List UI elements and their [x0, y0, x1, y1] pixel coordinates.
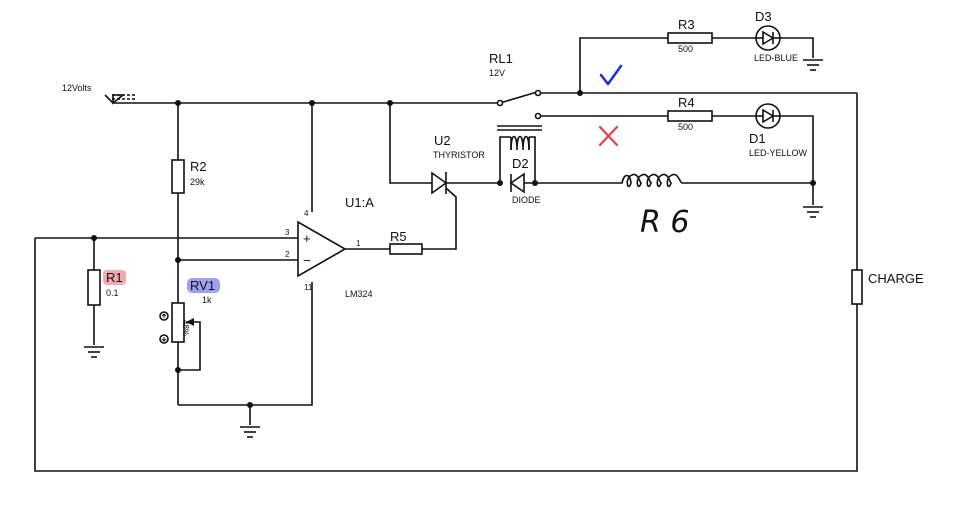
resistor-r3: R3 500 [667, 17, 713, 54]
u1-part: LM324 [345, 289, 373, 299]
supply-label: 12Volts [62, 83, 92, 93]
d3-ref: D3 [755, 9, 772, 24]
r6-handwritten-label: R 6 [640, 205, 689, 240]
u1-ref: U1:A [345, 195, 374, 210]
pin11: 11 [304, 283, 313, 292]
ground-icon [84, 346, 104, 358]
d2-part: DIODE [512, 195, 541, 205]
d3-part: LED-BLUE [754, 53, 798, 63]
resistor-r1: R1 0.1 [87, 269, 126, 306]
resistor-r5: R5 [389, 229, 423, 255]
resistor-r4: R4 500 [667, 95, 713, 132]
supply-terminal: 12Volts [62, 83, 135, 105]
relay-rl1: RL1 12V [489, 51, 542, 151]
r1-highlight [103, 270, 126, 285]
r3-value: 500 [678, 44, 693, 54]
opamp-u1: + − 3 2 4 11 1 U1:A LM324 [285, 195, 374, 299]
led-d1: D1 LED-YELLOW [749, 103, 808, 158]
rl1-value: 12V [489, 68, 505, 78]
wires [34, 37, 858, 472]
u2-part: THYRISTOR [433, 150, 485, 160]
check-icon [599, 64, 623, 86]
r4-value: 500 [678, 122, 693, 132]
led-d3: D3 LED-BLUE [754, 9, 798, 63]
r3-ref: R3 [678, 17, 695, 32]
thyristor-u2: U2 THYRISTOR [431, 133, 485, 195]
opamp-plus: + [303, 231, 311, 246]
charge-resistor: CHARGE [851, 269, 924, 305]
rv1-ref: RV1 [190, 278, 215, 293]
opamp-minus: − [303, 253, 311, 268]
pin1: 1 [356, 239, 361, 248]
pin2: 2 [285, 250, 290, 259]
rv1-percent: 48% [181, 320, 190, 336]
pin4: 4 [304, 209, 309, 218]
diode-d2: D2 DIODE [509, 156, 541, 205]
d1-part: LED-YELLOW [749, 148, 808, 158]
rv1-value: 1k [202, 295, 212, 305]
rl1-ref: RL1 [489, 51, 513, 66]
ground-icon [803, 206, 823, 218]
rv1-highlight [187, 278, 220, 293]
d1-ref: D1 [749, 131, 766, 146]
r4-ref: R4 [678, 95, 695, 110]
resistor-r2: R2 29k [171, 159, 207, 194]
r2-value: 29k [190, 177, 205, 187]
ground-icon [803, 59, 823, 71]
u2-ref: U2 [434, 133, 451, 148]
resistor-r6: R 6 [612, 173, 690, 240]
ground-icon [240, 426, 260, 438]
r5-ref: R5 [390, 229, 407, 244]
d2-ref: D2 [512, 156, 529, 171]
ground-symbols [84, 59, 823, 438]
r2-ref: R2 [190, 159, 207, 174]
r1-value: 0.1 [106, 288, 119, 298]
r1-ref: R1 [106, 270, 123, 285]
pin3: 3 [285, 228, 290, 237]
potentiometer-rv1: RV1 1k 48% [159, 278, 220, 344]
charge-label: CHARGE [868, 271, 924, 286]
junctions [91, 90, 816, 408]
cross-icon [598, 125, 619, 147]
